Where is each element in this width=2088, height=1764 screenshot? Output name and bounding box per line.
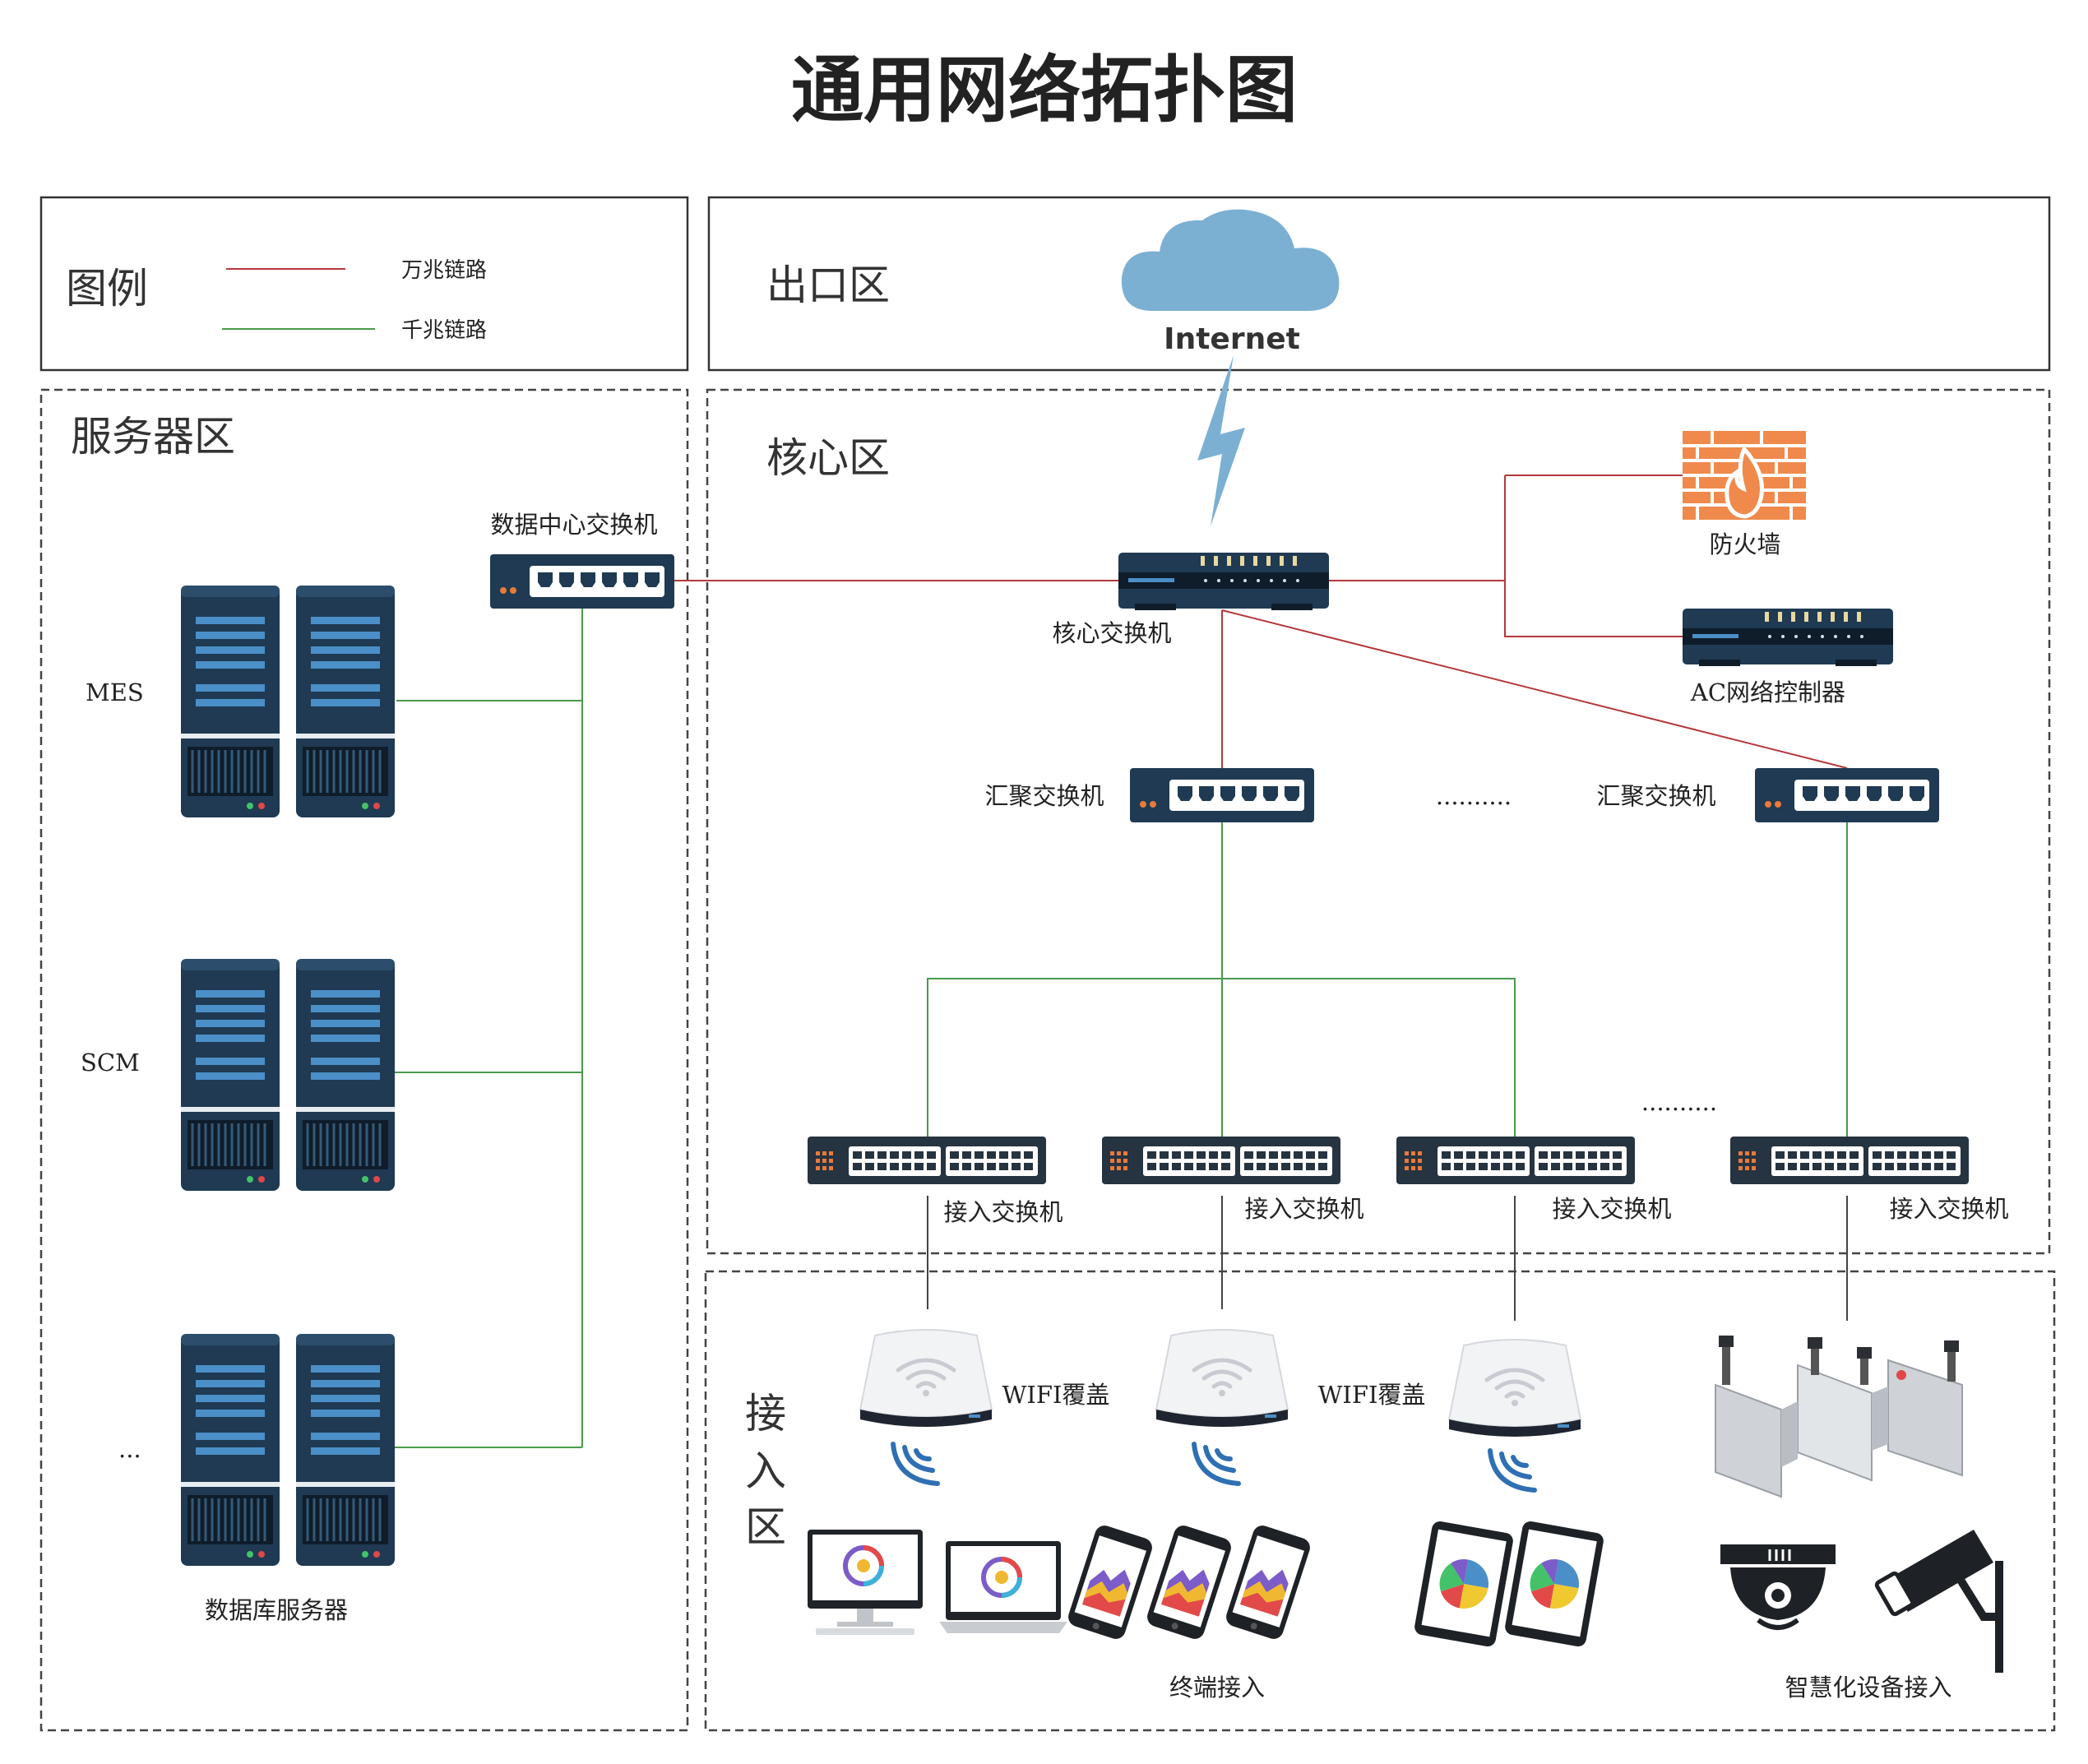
legend-label-10g: 万兆链路 <box>401 258 487 283</box>
dc-switch-label: 数据中心交换机 <box>490 511 657 539</box>
access-switch-4-label: 接入交换机 <box>1889 1195 2008 1223</box>
access-switch-2 <box>1102 1137 1340 1184</box>
links-1g <box>390 609 1848 1448</box>
agg-switch-2 <box>1755 768 1939 822</box>
turnstile-gate-icon <box>1715 1336 1963 1498</box>
server-more-2 <box>294 1332 396 1567</box>
dome-camera-icon <box>1720 1544 1836 1630</box>
links-10g <box>674 475 1848 769</box>
server-zone-title: 服务器区 <box>71 413 235 461</box>
agg-switch-1-label: 汇聚交换机 <box>984 782 1104 810</box>
wifi-ap-2 <box>1156 1330 1288 1427</box>
server-mes-2 <box>294 584 396 819</box>
wifi-signal-icon-2 <box>1194 1444 1238 1484</box>
access-zone <box>704 1270 2056 1732</box>
phone-icon-1 <box>1065 1523 1155 1641</box>
server-mes-1 <box>179 584 281 819</box>
page-title: 通用网络拓扑图 <box>791 48 1298 132</box>
access-switch-1-label: 接入交换机 <box>943 1198 1063 1226</box>
server-zone <box>39 388 689 1732</box>
lightning-icon <box>1197 355 1245 526</box>
agg-ellipsis: .......... <box>1436 782 1512 810</box>
exit-zone <box>707 196 2051 372</box>
wifi-2-label: WIFI覆盖 <box>1318 1381 1426 1409</box>
agg-switch-2-label: 汇聚交换机 <box>1596 782 1715 810</box>
exit-zone-title: 出口区 <box>766 262 890 309</box>
access-ellipsis: .......... <box>1641 1088 1717 1116</box>
wifi-1-label: WIFI覆盖 <box>1002 1381 1110 1409</box>
laptop-icon <box>939 1541 1067 1633</box>
ac-controller <box>1683 609 1893 666</box>
server-mes-label: MES <box>86 678 144 706</box>
phone-icon-2 <box>1144 1523 1234 1641</box>
tablet-icon-2 <box>1503 1520 1605 1648</box>
smart-device-label: 智慧化设备接入 <box>1785 1674 1951 1701</box>
ac-controller-label: AC网络控制器 <box>1690 678 1845 706</box>
wifi-ap-3 <box>1449 1340 1581 1437</box>
legend-label-1g: 千兆链路 <box>401 318 487 343</box>
core-switch <box>1118 553 1329 610</box>
legend-box <box>39 196 689 372</box>
links-access <box>927 1196 1848 1321</box>
internet-label: Internet <box>1164 322 1300 356</box>
core-zone-title: 核心区 <box>766 434 890 482</box>
wifi-signal-icon-3 <box>1490 1451 1535 1490</box>
wifi-ap-1 <box>860 1330 992 1427</box>
dc-switch <box>490 554 674 609</box>
desktop-icon <box>808 1530 923 1635</box>
access-zone-title-3: 区 <box>745 1503 786 1551</box>
access-switch-3 <box>1396 1137 1635 1184</box>
access-switch-3-label: 接入交换机 <box>1552 1195 1671 1223</box>
firewall-icon <box>1683 431 1806 520</box>
core-switch-label: 核心交换机 <box>1052 619 1171 647</box>
access-switch-4 <box>1730 1137 1969 1184</box>
firewall-label: 防火墙 <box>1709 530 1780 558</box>
access-zone-title-2: 入 <box>745 1447 786 1495</box>
internet-cloud-icon <box>1121 209 1340 311</box>
core-zone <box>706 388 2051 1255</box>
server-more-label: ... <box>118 1435 141 1463</box>
db-server-label: 数据库服务器 <box>205 1596 348 1624</box>
legend-title: 图例 <box>66 265 148 313</box>
server-more-1 <box>179 1332 281 1567</box>
terminal-label: 终端接入 <box>1169 1674 1265 1701</box>
agg-switch-1 <box>1130 768 1314 822</box>
access-switch-2-label: 接入交换机 <box>1244 1195 1363 1223</box>
access-switch-1 <box>808 1137 1046 1184</box>
server-scm-label: SCM <box>81 1049 140 1076</box>
server-scm-2 <box>294 957 396 1192</box>
wifi-signal-icon-1 <box>893 1444 938 1484</box>
tablet-icon-1 <box>1413 1520 1515 1648</box>
server-scm-1 <box>179 957 281 1192</box>
phone-icon-3 <box>1223 1523 1313 1641</box>
access-zone-title-1: 接 <box>745 1390 786 1438</box>
bullet-camera-icon <box>1874 1530 2003 1673</box>
